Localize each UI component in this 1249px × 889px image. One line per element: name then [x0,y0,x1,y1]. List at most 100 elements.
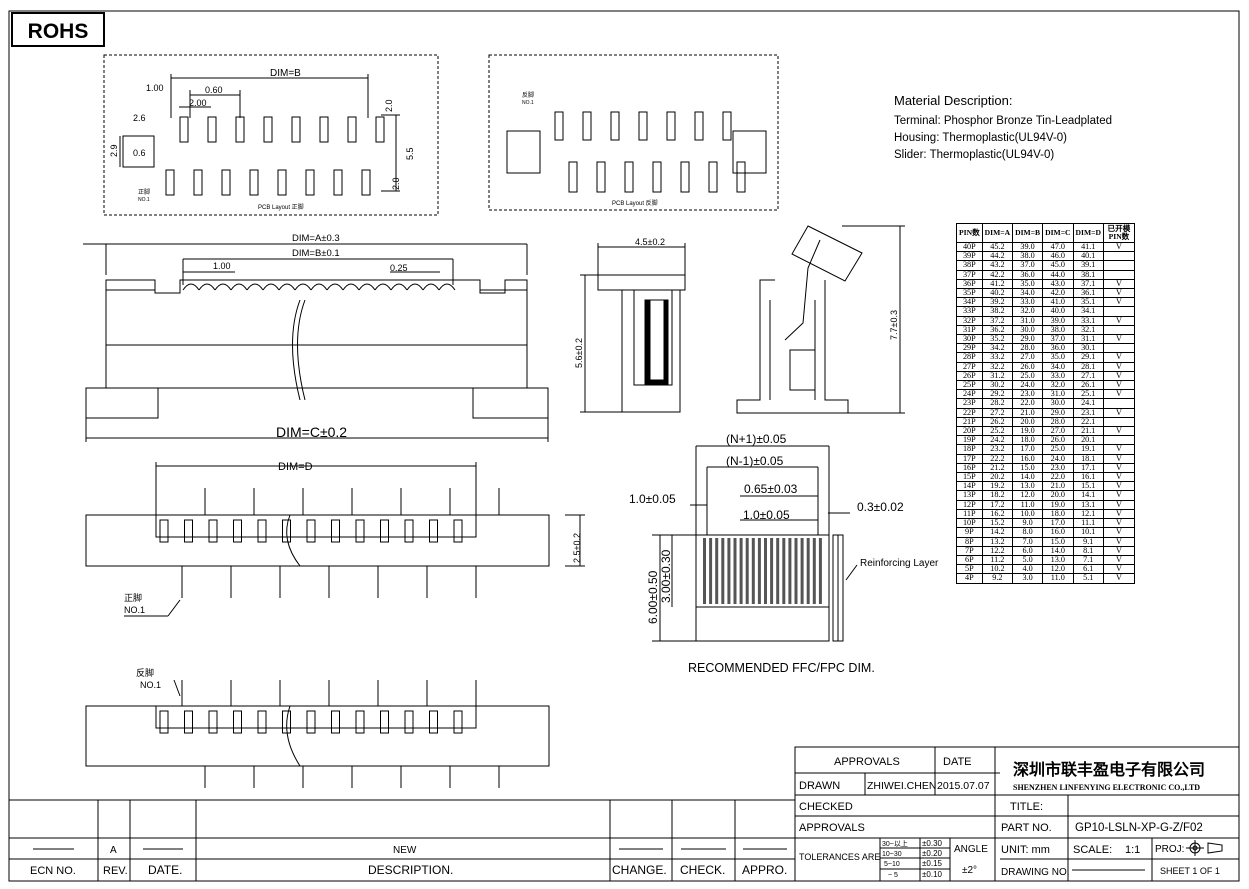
pcb-pad [361,169,371,196]
ffc-fpc-diagram: (N+1)±0.05 (N-1)±0.05 0.65±0.03 1.0±0.05… [629,432,939,675]
pcb-pad [638,111,648,141]
tb-scale: SCALE: [1073,844,1112,856]
pcb-pad [610,111,620,141]
bottom-pin [380,710,389,734]
tb-angle: ANGLE [954,844,988,855]
pin-table-cell: 9.2 [981,573,1014,584]
tb-angle-tol: ±2° [962,865,977,876]
pin-table-cell: 40.0 [1042,306,1074,317]
dim-2-00: 2.00 [189,98,207,108]
rev-desc-header: DESCRIPTION. [368,863,453,877]
pin-table-cell: 29.1 [1072,352,1104,363]
pin-table-cell: 34.0 [1042,361,1074,372]
tb-sheet: SHEET 1 OF 1 [1160,866,1220,876]
tb-scale-value: 1:1 [1125,844,1140,856]
contact-bump [438,283,456,291]
pin-table-cell [1102,306,1135,317]
rev-check-header: CHECK. [680,863,725,877]
ffc-title: RECOMMENDED FFC/FPC DIM. [688,661,875,675]
contact-bump [182,283,200,291]
pin-table-cell: 35.0 [1042,352,1074,363]
pin-table-cell: 8.0 [1012,527,1044,538]
bottom-pin [355,519,365,543]
contact-bump [326,283,344,291]
ffc-conductor [770,538,774,604]
pin-table-cell: 39.0 [1042,315,1074,326]
tb-part-no: PART NO. [1001,822,1052,834]
pcb-pad [666,111,676,141]
pin-table-header-cell: DIM=D [1072,223,1104,243]
pin-table-cell: 36.0 [1012,269,1044,280]
pin-table-cell: 18P [956,444,983,455]
title-block: APPROVALS DATE DRAWN ZHIWEI.CHEN 2015.07… [794,746,1240,882]
dim-1-00-front: 1.00 [213,261,231,271]
bottom-pin [404,519,414,543]
pin-table-cell [1102,251,1135,262]
dim-5-5: 5.5 [405,147,415,160]
pin-table-cell: 25.0 [1042,444,1074,455]
rev-new: NEW [393,845,417,856]
pin-table-cell: 24.1 [1072,398,1104,409]
pin-table-cell: 37.2 [981,315,1014,326]
pcb-pad [179,116,189,143]
pin-table-cell: 14.1 [1072,490,1104,501]
pin-table-cell: 32.2 [981,361,1014,372]
ffc-6-00: 6.00±0.50 [646,570,660,624]
connector-front-view: DIM=A±0.3 DIM=B±0.1 1.00 0.25 DIM=C±0.2 [83,233,549,442]
pin-table-cell: 43.2 [981,260,1014,271]
zheng-label: 正脚 [124,593,142,603]
pin-table-cell [1102,269,1135,280]
pin-table-cell: 18.2 [981,490,1014,501]
pin-table-cell: 30.0 [1042,398,1074,409]
pin-table-cell: 27P [956,361,983,372]
pin-table-cell: 27.0 [1012,352,1044,363]
contact-bump [294,283,312,291]
pin-table-cell: 21.0 [1012,407,1044,418]
pcb-layout-right: 反脚 NO.1 PCB Layout 反脚 [488,54,779,211]
tol-val-4: ±0.10 [922,870,943,879]
pin-table-cell: 22.2 [981,453,1014,464]
ffc-conductor [764,538,767,604]
ffc-conductor [800,538,804,604]
bottom-pin [453,710,463,734]
pcb-pad [235,116,245,143]
contact-bump [214,283,232,291]
pin-table-cell: V [1102,453,1135,464]
bottom-pin [184,710,193,734]
tb-title: TITLE: [1010,801,1043,813]
pin-table-cell: 45.0 [1042,260,1074,271]
pcb-pad [277,169,287,196]
pcb-pad [624,161,634,193]
tb-unit: UNIT: mm [1001,844,1050,856]
pin-table-cell: 12.0 [1012,490,1044,501]
pin-table-cell: 13P [956,490,983,501]
pcb-pad [652,161,662,193]
pcb-pad [722,111,732,141]
pcb-pad [694,111,704,141]
pin-table-cell: V [1102,426,1135,437]
material-description: Material Description: Terminal: Phosphor… [894,93,1112,161]
pcb-pad [193,169,203,196]
pin-table-cell: 16.0 [1042,527,1074,538]
ffc-conductor [812,538,816,604]
contact-bump [278,283,296,291]
tb-drawing-no: DRAWING NO. [1001,867,1070,878]
pin-table-cell: 14.2 [981,527,1014,538]
